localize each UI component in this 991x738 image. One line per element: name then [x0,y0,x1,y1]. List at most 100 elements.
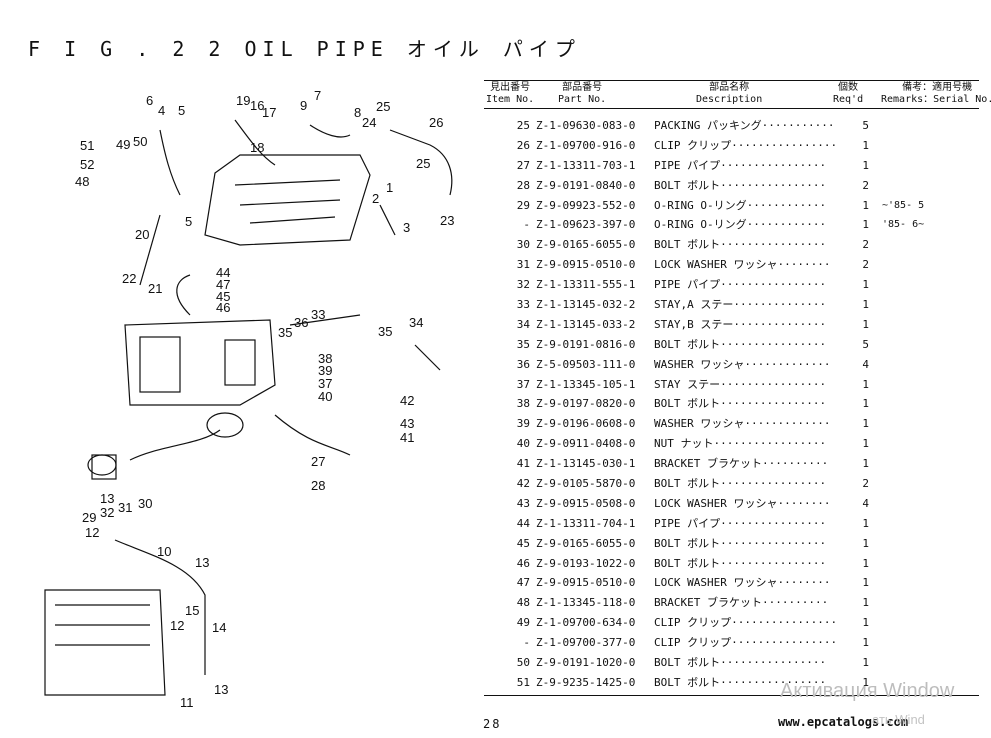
row-item-number: 28 [516,178,530,192]
row-quantity: 1 [862,616,869,630]
row-part-number: Z-9-0191-1020-0 [536,656,636,670]
row-part-number: Z-1-13145-032-2 [536,298,636,312]
table-row: 28 Z-9-0191-0840-0 BOLT ボルト···············… [484,176,979,196]
row-quantity: 1 [862,158,869,172]
row-description: BOLT ボルト················ [654,536,827,550]
row-description: PIPE パイプ················ [654,516,827,530]
row-item-number: 38 [516,397,530,411]
figure-title: F I G . 2 2 OIL PIPE オイル パイプ [28,37,581,61]
row-item-number: 40 [516,437,530,451]
pipe-flange [91,454,117,480]
row-part-number: Z-1-13311-555-1 [536,278,636,292]
header-desc-en: Description [696,94,763,105]
header-remarks-jp: 備考：適用号機 [902,82,973,93]
callout-31: 31 [118,500,132,515]
row-description: PACKING パッキング··········· [654,119,835,132]
row-part-number: Z-1-13145-033-2 [536,317,636,331]
header-part-en: Part No. [558,94,607,105]
row-description: BOLT ボルト················ [654,238,827,252]
row-description: BOLT ボルト················ [654,397,827,411]
oil-pan-inner-2 [224,339,256,386]
row-quantity: 1 [862,536,869,550]
row-item-number: 42 [516,477,530,491]
callout-43: 43 [400,416,414,431]
row-item-number: 34 [516,317,530,331]
stay-b [414,344,441,371]
row-item-number: 48 [516,596,530,610]
callout-47: 47 [216,277,230,292]
oil-pan-inner [139,336,181,393]
callout-23: 23 [440,213,454,228]
row-item-number: - [523,636,530,650]
row-quantity: 1 [862,437,869,451]
row-item-number: 49 [516,616,530,630]
row-part-number: Z-1-09700-377-0 [536,636,636,650]
row-quantity: 1 [862,636,869,650]
row-quantity: 2 [862,238,869,252]
row-part-number: Z-9-0105-5870-0 [536,477,636,491]
row-item-number: 27 [516,158,530,172]
row-description: BOLT ボルト················ [654,675,827,689]
row-description: LOCK WASHER ワッシャ········ [654,576,831,590]
row-item-number: 30 [516,238,530,252]
callout-1: 1 [386,180,393,195]
row-remarks: '85- 6~ [882,219,925,231]
callout-22: 22 [122,271,136,286]
callout-12b: 12 [170,618,184,633]
callout-28: 28 [311,478,325,493]
header-remarks-col: 備考：適用号機 Remarks：Serial No. [881,82,991,106]
pipe-10 [114,539,206,675]
row-description: BOLT ボルト················ [654,178,827,192]
row-description: BOLT ボルト················ [654,656,827,670]
row-part-number: Z-9-0165-6055-0 [536,238,636,252]
callout-30: 30 [138,496,152,511]
callout-17: 17 [262,105,276,120]
row-item-number: 36 [516,357,530,371]
header-qty-en: Req'd [833,94,864,105]
callout-26: 26 [429,115,443,130]
row-item-number: 46 [516,556,530,570]
row-quantity: 2 [862,477,869,491]
row-description: CLIP クリップ················ [654,616,838,630]
callout-9: 9 [300,98,307,113]
row-part-number: Z-9-0191-0840-0 [536,178,636,192]
row-item-number: 32 [516,278,530,292]
callout-2: 2 [372,191,379,206]
row-description: STAY,B ステー·············· [654,317,827,331]
engine-detail-lines [234,179,341,224]
strainer-flange [206,412,244,438]
row-item-number: 47 [516,576,530,590]
row-part-number: Z-1-09700-916-0 [536,138,636,152]
row-part-number: Z-5-09503-111-0 [536,357,636,371]
header-item-jp: 見出番号 [490,82,531,93]
row-part-number: Z-1-09700-634-0 [536,616,636,630]
callout-41: 41 [400,430,414,445]
callout-15: 15 [185,603,199,618]
header-part-col: 部品番号 Part No. [558,82,606,106]
header-qty-jp: 個数 [838,82,859,93]
callout-16: 16 [250,98,264,113]
row-item-number: 26 [516,138,530,152]
row-quantity: 1 [862,138,869,152]
diagram-drawing: 6 4 5 19 16 17 18 9 7 8 25 24 26 51 52 4… [44,88,454,710]
callout-18: 18 [250,140,264,155]
header-desc-col: 部品名称 Description [696,82,762,106]
callout-29: 29 [82,510,96,525]
row-quantity: 1 [862,596,869,610]
pipe-20 [139,214,161,286]
row-part-number: Z-1-13345-105-1 [536,377,636,391]
pipe-18 [234,119,276,166]
row-part-number: Z-9-0165-6055-0 [536,536,636,550]
callout-51: 51 [80,138,94,153]
callout-25a: 25 [376,99,390,114]
engine-head-shape [204,154,371,246]
